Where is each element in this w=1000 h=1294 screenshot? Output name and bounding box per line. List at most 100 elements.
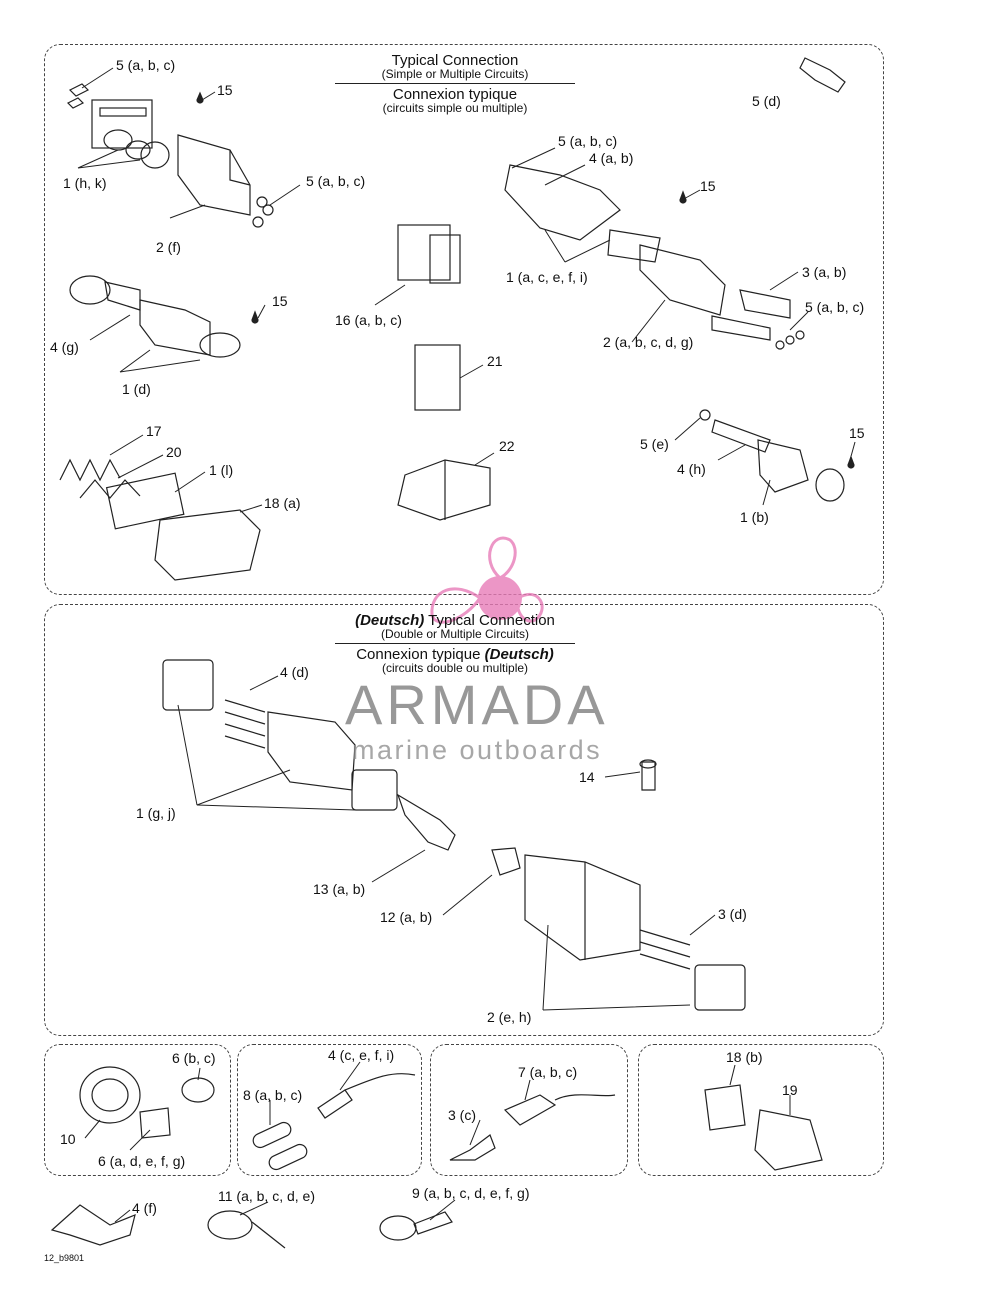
callout-label: 11 (a, b, c, d, e) [218,1188,316,1204]
callout-label: 15 [272,293,288,309]
ring-terminal-9 [379,1215,417,1241]
callout-label: 1 (a, c, e, f, i) [506,269,588,285]
deutsch-panel-title: (Deutsch) Typical Connection (Double or … [335,613,575,674]
title-en: Typical Connection [424,612,555,629]
connector-19 [754,1109,823,1171]
callout-label: 7 (a, b, c) [518,1064,578,1080]
bottom-panel-cap-nuts [44,1044,231,1176]
watermark-tagline: marine outboards [352,735,603,765]
callout-label: 2 (e, h) [487,1009,532,1025]
block-21 [414,344,461,411]
callout-label: 14 [579,769,595,785]
connector-16 [397,224,451,281]
bottom-panel-terminals [237,1044,422,1176]
plug-2eh [524,854,641,961]
connector-1l [105,472,185,530]
callout-label: 5 (d) [752,93,781,109]
title-en-brand: (Deutsch) [355,612,425,629]
callout-label: 4 (a, b) [589,150,634,166]
boot-18a [154,509,261,581]
title-fr: Connexion typique [356,646,485,663]
callout-label: 1 (l) [209,462,234,478]
callout-label: 1 (d) [122,381,151,397]
callout-label: 3 (c) [448,1107,476,1123]
terminal-3c [449,1134,496,1161]
callout-label: 2 (a, b, c, d, g) [603,334,694,350]
callout-label: 21 [487,353,503,369]
callout-label: 5 (a, b, c) [116,57,176,73]
title-fr: Connexion typique [392,86,518,103]
callout-label: 4 (h) [677,461,706,477]
seal-strip [607,229,661,263]
callout-label: 5 (a, b, c) [306,173,366,189]
block-22 [397,459,491,521]
bottom-panel-sensor [430,1044,628,1176]
terminal-4c [317,1089,353,1119]
splice-8 [252,1121,292,1149]
plug-5d [799,57,846,93]
wedge-13ab [396,793,456,851]
callout-label: 2 (f) [156,239,181,255]
bottom-panel-connector [638,1044,884,1176]
receptacle-1gj [267,711,356,791]
subtitle-fr: (circuits double ou multiple) [381,661,529,675]
callout-label: 12 (a, b) [380,909,433,925]
callout-label: 10 [60,1131,76,1147]
top-panel [44,44,884,595]
seal-ring [140,141,170,169]
callout-label: 4 (g) [50,339,79,355]
callout-label: 3 (a, b) [802,264,847,280]
subtitle-fr: (circuits simple ou multiple) [382,101,528,115]
terminal-4h [711,419,771,453]
callout-label: 4 (c, e, f, i) [328,1047,395,1063]
subtitle-en: (Simple or Multiple Circuits) [381,67,529,81]
callout-label: 4 (d) [280,664,309,680]
title-fr-brand: (Deutsch) [484,646,554,663]
callout-label: 5 (a, b, c) [805,299,865,315]
callout-label: 3 (d) [718,906,747,922]
callout-label: 1 (b) [740,509,769,525]
callout-label: 1 (h, k) [63,175,107,191]
callout-label: 8 (a, b, c) [243,1087,303,1103]
plug-14 [639,759,657,769]
deutsch-panel [44,604,884,1036]
housing-2a [639,244,726,316]
callout-label: 17 [146,423,162,439]
wedge-12ab [491,847,521,876]
tie-11 [207,1210,253,1240]
drawing-code: 12_b9801 [44,1253,85,1263]
callout-label: 18 (a) [264,495,301,511]
callout-label: 5 (e) [640,436,669,452]
callout-label: 6 (b, c) [172,1050,216,1066]
callout-label: 13 (a, b) [313,881,366,897]
connector-body-1hk [91,99,153,149]
subtitle-en: (Double or Multiple Circuits) [380,627,530,641]
callout-label: 1 (g, j) [136,805,176,821]
watermark-name: ARMADA [345,673,609,736]
leader-lines [77,67,856,1223]
callout-label: 19 [782,1082,798,1098]
callout-label: 15 [849,425,865,441]
seal-4g [69,275,111,305]
seal-plate [162,659,214,711]
callout-label: 22 [499,438,515,454]
boot-18b [704,1084,746,1131]
callout-label: 9 (a, b, c, d, e, f, g) [412,1185,530,1201]
sensor-7 [503,1094,557,1126]
callout-label: 4 (f) [132,1200,157,1216]
watermark-propeller-logo [430,536,544,624]
callout-label: 15 [700,178,716,194]
callout-label: 20 [166,444,182,460]
connector-1b [757,439,809,493]
grommet-6a [139,1107,171,1139]
terminal-4f [50,1204,136,1246]
callout-label: 5 (a, b, c) [558,133,618,149]
connector-1d [139,299,211,356]
top-panel-title: Typical Connection (Simple or Multiple C… [335,53,575,114]
connector-1a [504,164,621,241]
title-en: Typical Connection [391,52,519,69]
grease-drop [196,91,204,104]
callout-label: 18 (b) [726,1049,763,1065]
housing-2f [177,134,251,216]
